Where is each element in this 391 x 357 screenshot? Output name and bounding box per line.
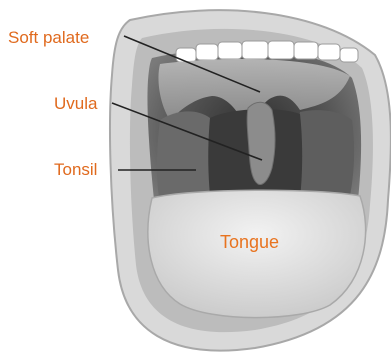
label-tonsil: Tonsil bbox=[54, 161, 97, 178]
label-soft-palate: Soft palate bbox=[8, 29, 89, 46]
label-tongue: Tongue bbox=[220, 233, 279, 251]
uvula bbox=[247, 102, 275, 184]
tongue bbox=[148, 190, 366, 317]
label-uvula: Uvula bbox=[54, 95, 97, 112]
